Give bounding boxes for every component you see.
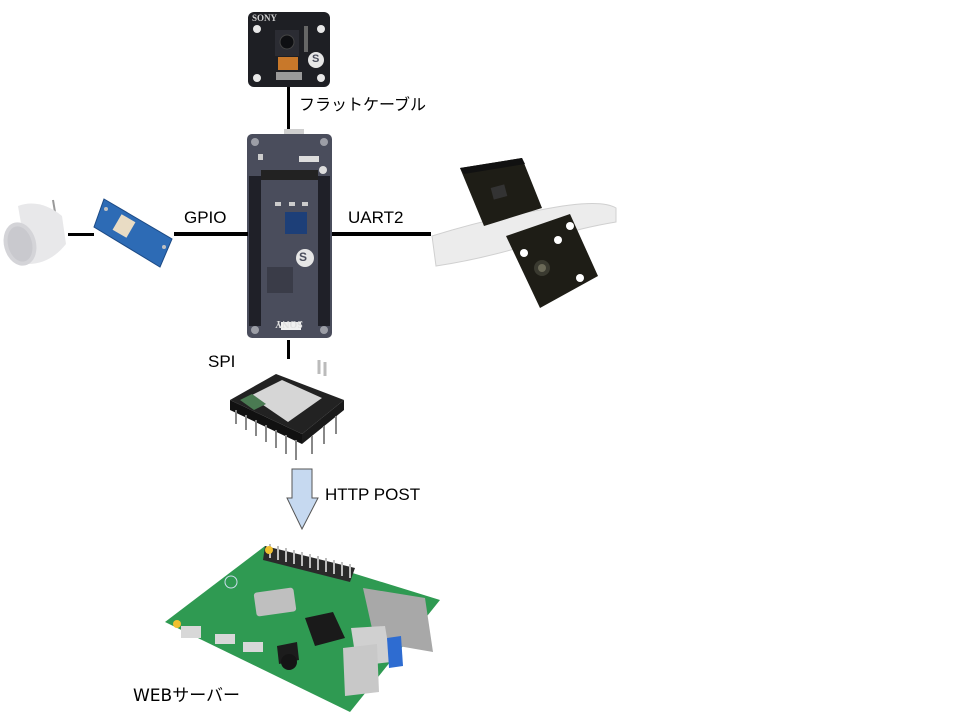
http-arrow <box>286 468 319 531</box>
flat-cable-label: フラットケーブル <box>299 95 427 114</box>
camera-module <box>248 12 330 87</box>
uart-line <box>332 232 431 236</box>
camera-brand: SONY <box>252 13 278 23</box>
main-board-logo: S <box>299 250 308 264</box>
spi-label: SPI <box>208 352 236 371</box>
http-post-label: HTTP POST <box>325 485 421 504</box>
pir-sensor <box>3 199 66 266</box>
wifi-module <box>230 360 344 460</box>
pir-link-line <box>68 233 94 236</box>
sensor-board <box>93 198 173 268</box>
web-server-label: WEBサーバー <box>133 686 241 706</box>
uart-module <box>431 158 617 308</box>
spi-line <box>287 340 290 359</box>
main-board <box>247 129 332 338</box>
camera-logo: S <box>312 53 320 65</box>
web-server-board <box>165 544 440 712</box>
uart-label: UART2 <box>348 208 404 227</box>
gpio-line <box>174 232 248 236</box>
flat-cable-line <box>287 87 290 134</box>
gpio-label: GPIO <box>184 208 227 227</box>
main-board-brand: SONY <box>275 318 303 329</box>
